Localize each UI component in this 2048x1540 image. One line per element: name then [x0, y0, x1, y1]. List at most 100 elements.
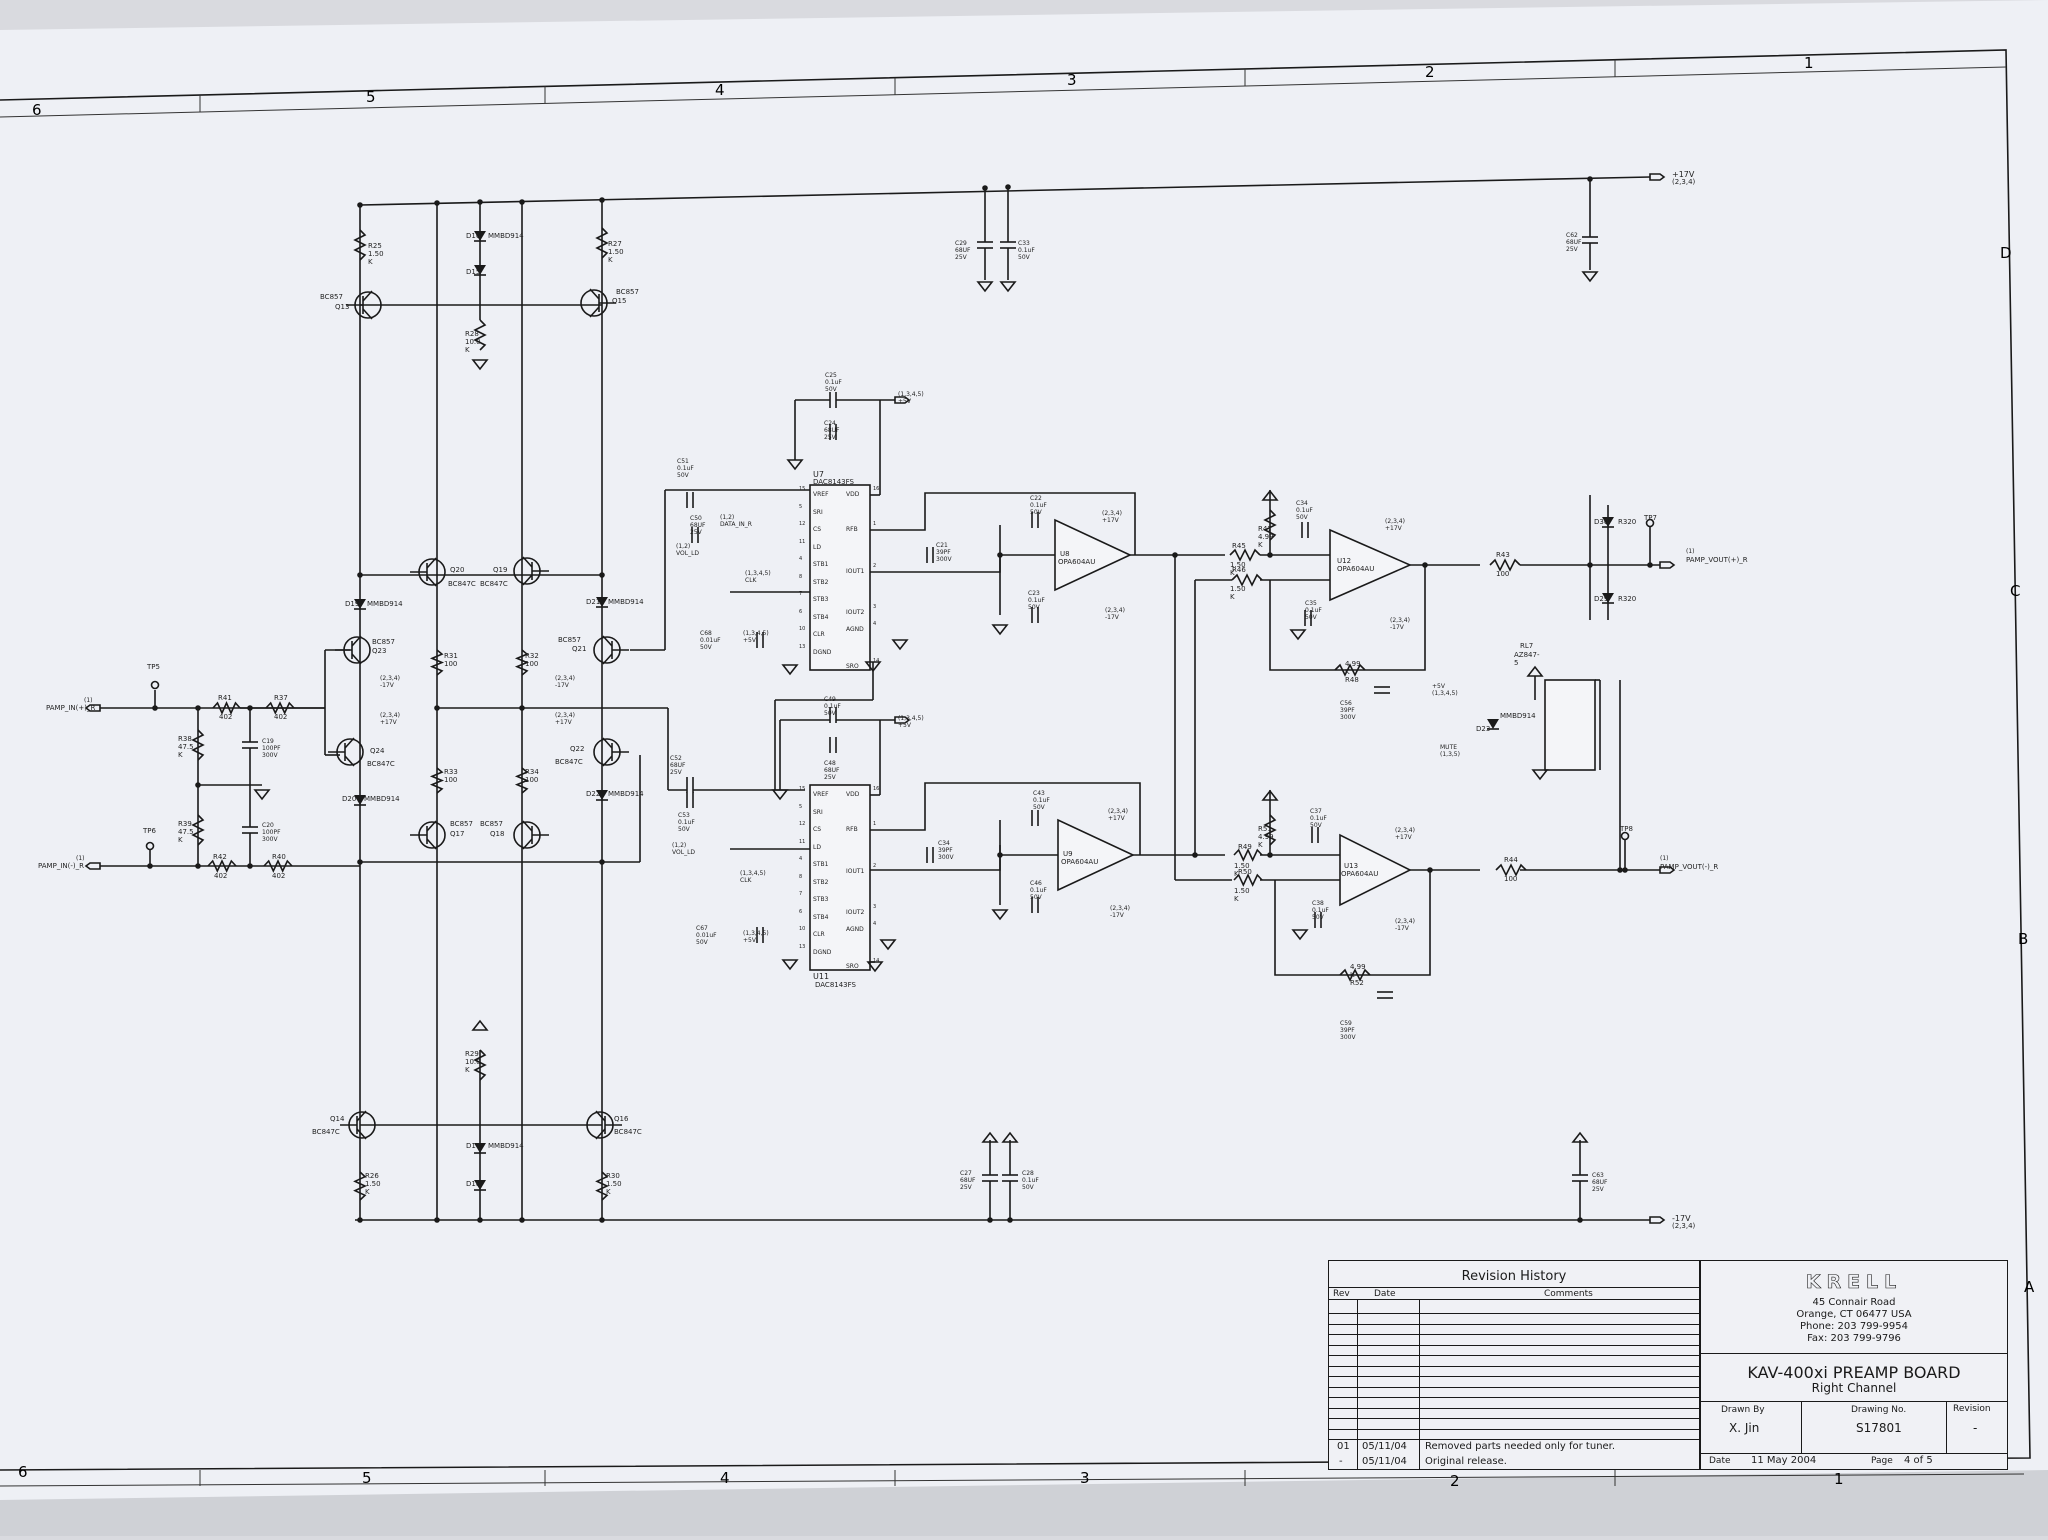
r38-symbol [191, 729, 205, 761]
r28-symbol-zigzag [473, 319, 487, 351]
u11-pin-ld: LD [813, 843, 821, 851]
q15-symbol [580, 288, 616, 318]
r47-symbol-zigzag [1263, 509, 1277, 541]
u7-pin-num-stb4: 6 [799, 608, 803, 615]
v5-u7: (1,3,4,5) +5V [743, 630, 769, 644]
gnd-agnd [891, 639, 909, 651]
page-value: 4 of 5 [1904, 1455, 1933, 1466]
u7-pin-num-clr: 10 [799, 626, 806, 632]
r51-symbol [1263, 814, 1277, 846]
r26-symbol [353, 1171, 367, 1201]
c49-symbol-gap [830, 707, 836, 723]
c63-symbol-gap [1572, 1175, 1588, 1181]
c37-symbol [1311, 827, 1319, 843]
q20-symbol-collector [426, 557, 437, 569]
zone-bottom-3: 3 [1080, 1469, 1090, 1487]
q13-part: BC857 [320, 293, 343, 301]
dac-u7 [809, 484, 871, 671]
u11-pin-num-stb1: 4 [799, 856, 803, 862]
d19-symbol-arrow [354, 599, 366, 609]
u7-pin-sro: SRO [846, 663, 859, 670]
gnd-agnd2 [879, 939, 897, 951]
c21-symbol-gap [927, 547, 933, 563]
q21-part: BC857 [558, 636, 581, 644]
u7-pin-iout1: IOUT1 [846, 568, 865, 575]
junction-12 [357, 859, 363, 865]
junction-35 [1267, 552, 1273, 558]
u13-ref: U13 [1344, 862, 1359, 870]
u7-pin-iout2: IOUT2 [846, 609, 865, 616]
u11-pin-sri: SRI [813, 808, 823, 816]
col-date: Date [1374, 1289, 1396, 1299]
u11-pin-num-stb3: 7 [799, 891, 803, 897]
gnd-r28 [471, 359, 489, 371]
q23-part: BC857 [372, 638, 395, 646]
r31-symbol [429, 649, 445, 676]
c23-symbol [1031, 607, 1039, 623]
r46-symbol [1231, 573, 1263, 587]
c38-symbol-gap [1315, 912, 1321, 928]
d20-symbol-arrow [354, 795, 366, 805]
u11-pin-dgnd: DGND [813, 948, 832, 956]
r43: R43 [1496, 551, 1510, 559]
rev-row-2-rev: - [1339, 1456, 1343, 1467]
r49: R49 [1238, 843, 1252, 851]
junction-0 [357, 202, 363, 208]
d20-part: MMBD914 [364, 795, 400, 803]
q24-symbol-emitter [344, 755, 355, 767]
revision-history: Revision History Rev Date Comments 01 05… [1328, 1260, 1700, 1470]
u12-part: OPA604AU [1337, 565, 1375, 573]
q17-ref: Q17 [450, 830, 465, 838]
r39-symbol [191, 814, 205, 846]
q13-symbol-emitter [362, 308, 373, 320]
port-in-pos [84, 704, 101, 712]
u11-pin-num-cs: 12 [799, 821, 806, 827]
drawing-subtitle: Right Channel [1811, 1381, 1897, 1395]
u11-ref: U11 [813, 972, 830, 981]
r29: R29 10.0 K [465, 1050, 481, 1074]
u7-pin-num-iout2: 3 [873, 604, 877, 610]
r42-symbol [207, 859, 237, 873]
rev-row-2-comment: Original release. [1425, 1456, 1507, 1467]
u7-part: DAC8143FS [813, 478, 854, 486]
rev-table-line-5 [1329, 1365, 1699, 1367]
r32-symbol-zigzag [514, 649, 530, 676]
u7-pin-num-ld: 11 [799, 538, 806, 545]
d16-ref: D16 [466, 232, 481, 240]
u7-pin-num-sro: 14 [873, 658, 880, 664]
r52-symbol [1339, 968, 1371, 982]
up-r47 [1261, 489, 1279, 501]
rev-row-1-comment: Removed parts needed only for tuner. [1425, 1441, 1616, 1452]
vol-ld-u11: (1,2) VOL_LD [672, 842, 696, 856]
c22-symbol-gap [1032, 512, 1038, 528]
r29-symbol-zigzag [473, 1049, 487, 1081]
q21-symbol-emitter [602, 653, 613, 665]
junction-4 [599, 197, 605, 203]
u11-pin-num-ld: 11 [799, 838, 806, 845]
rail-pos-label: +17V [1672, 170, 1695, 179]
r40-symbol [263, 859, 293, 873]
v5-mid: (1,3,4,5) +5V [898, 715, 924, 729]
rev-table-line-6 [1329, 1376, 1699, 1377]
r51-symbol-zigzag [1263, 814, 1277, 846]
c56-symbol [1374, 686, 1390, 694]
revision-value: - [1973, 1421, 1978, 1435]
q17-symbol [410, 820, 446, 850]
v5-top: (1,3,4,5) +5V [898, 391, 924, 405]
rev-table-line-9 [1329, 1407, 1699, 1409]
r45-symbol [1229, 548, 1261, 562]
u11-pin-agnd: AGND [846, 926, 864, 933]
c48-symbol-gap [830, 737, 836, 753]
clk-u7: (1,3,4,5) CLK [745, 570, 771, 584]
q21-symbol [593, 635, 629, 665]
gnd-c29 [976, 281, 994, 293]
